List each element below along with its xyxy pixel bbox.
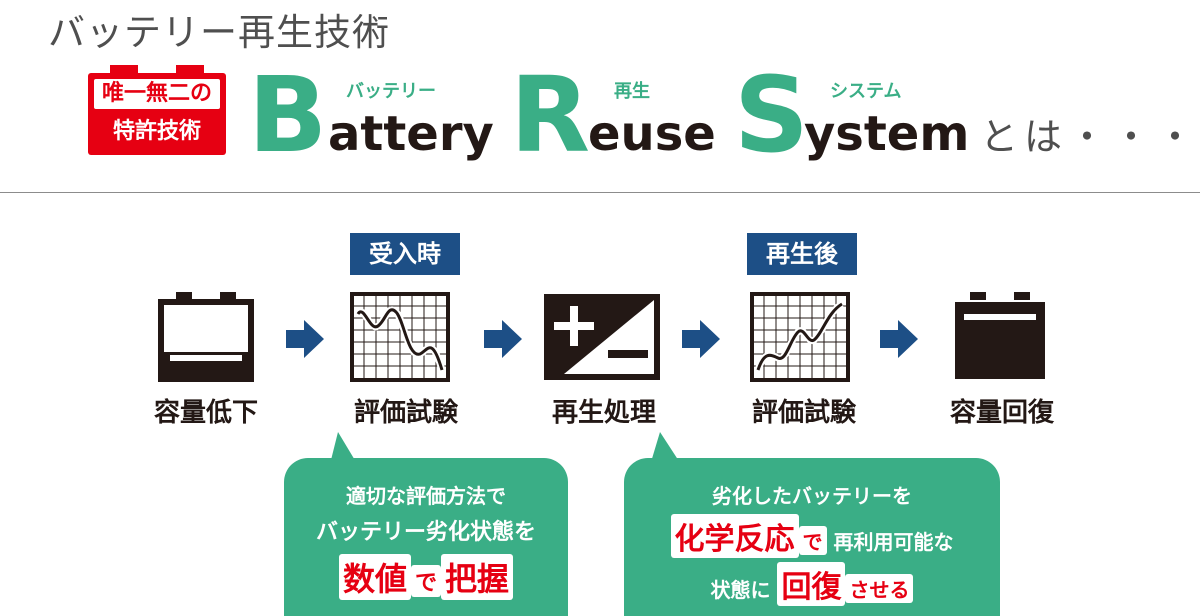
callout-left: 適切な評価方法で バッテリー劣化状態を 数値で把握 bbox=[284, 458, 568, 616]
battery-low-icon bbox=[158, 292, 254, 382]
step-label-capacity-drop: 容量低下 bbox=[153, 398, 258, 428]
arrow-right-icon bbox=[484, 320, 522, 358]
callout-left-line1: 適切な評価方法で bbox=[346, 484, 506, 508]
highlight-recovery: 回復 bbox=[777, 562, 846, 606]
cap-r: R bbox=[510, 54, 591, 176]
stage-label-after: 再生後 bbox=[747, 233, 857, 275]
arrow-right-icon bbox=[682, 320, 720, 358]
callout-right-line1: 劣化したバッテリーを bbox=[712, 484, 912, 508]
ruby-system: システム bbox=[830, 81, 902, 102]
badge-tab-right bbox=[176, 65, 204, 75]
cap-b: B bbox=[248, 54, 328, 176]
cap-s: S bbox=[734, 54, 809, 176]
highlight-numeric: 数値 bbox=[338, 554, 411, 600]
callout-right-reusable: 再利用可能な bbox=[826, 530, 954, 554]
rest-euse: euse bbox=[588, 106, 716, 162]
word-reuse: 再生 R euse bbox=[510, 54, 716, 176]
arrow-right-icon bbox=[880, 320, 918, 358]
callout-right-line3: 状態に 回復させる bbox=[624, 562, 1000, 606]
highlight-saseru: させる bbox=[845, 574, 914, 603]
highlight-grasp: 把握 bbox=[441, 554, 514, 600]
word-battery: バッテリー B attery bbox=[248, 54, 498, 176]
step-label-regeneration: 再生処理 bbox=[551, 398, 656, 428]
page-title: バッテリー再生技術 bbox=[48, 11, 390, 54]
callout-left-line3: 数値で把握 bbox=[284, 554, 568, 600]
callout-right: 劣化したバッテリーを 化学反応で 再利用可能な 状態に 回復させる bbox=[624, 458, 1000, 616]
patent-badge: 唯一無二の 特許技術 bbox=[88, 65, 226, 155]
word-system: システム S ystem bbox=[734, 54, 974, 176]
highlight-de: で bbox=[410, 565, 441, 597]
callout-right-line2: 化学反応で 再利用可能な bbox=[624, 514, 1000, 558]
step-label-evaluation-1: 評価試験 bbox=[353, 398, 458, 428]
battery-full-icon bbox=[955, 292, 1045, 379]
highlight-de-2: で bbox=[798, 526, 827, 555]
ruby-battery: バッテリー bbox=[346, 81, 436, 102]
callout-right-state: 状態に bbox=[710, 578, 778, 602]
callout-left-line2: バッテリー劣化状態を bbox=[315, 520, 536, 545]
step-label-evaluation-2: 評価試験 bbox=[751, 398, 856, 428]
badge-body: 唯一無二の 特許技術 bbox=[88, 73, 226, 155]
badge-text-unique: 唯一無二の bbox=[94, 79, 220, 109]
graph-rising-icon bbox=[750, 292, 850, 382]
badge-text-patent: 特許技術 bbox=[112, 119, 201, 144]
ruby-reuse: 再生 bbox=[614, 81, 650, 102]
charge-process-icon bbox=[544, 294, 660, 380]
highlight-chemical-reaction: 化学反応 bbox=[670, 514, 799, 558]
arrow-right-icon bbox=[286, 320, 324, 358]
graph-declining-icon bbox=[350, 292, 450, 382]
divider bbox=[0, 192, 1200, 193]
step-label-capacity-recovery: 容量回復 bbox=[949, 398, 1054, 428]
title-suffix: とは・・・ bbox=[980, 115, 1200, 159]
badge-tab-left bbox=[110, 65, 138, 75]
stage-label-receive: 受入時 bbox=[350, 233, 460, 275]
rest-ystem: ystem bbox=[804, 106, 970, 162]
rest-attery: attery bbox=[328, 106, 494, 162]
